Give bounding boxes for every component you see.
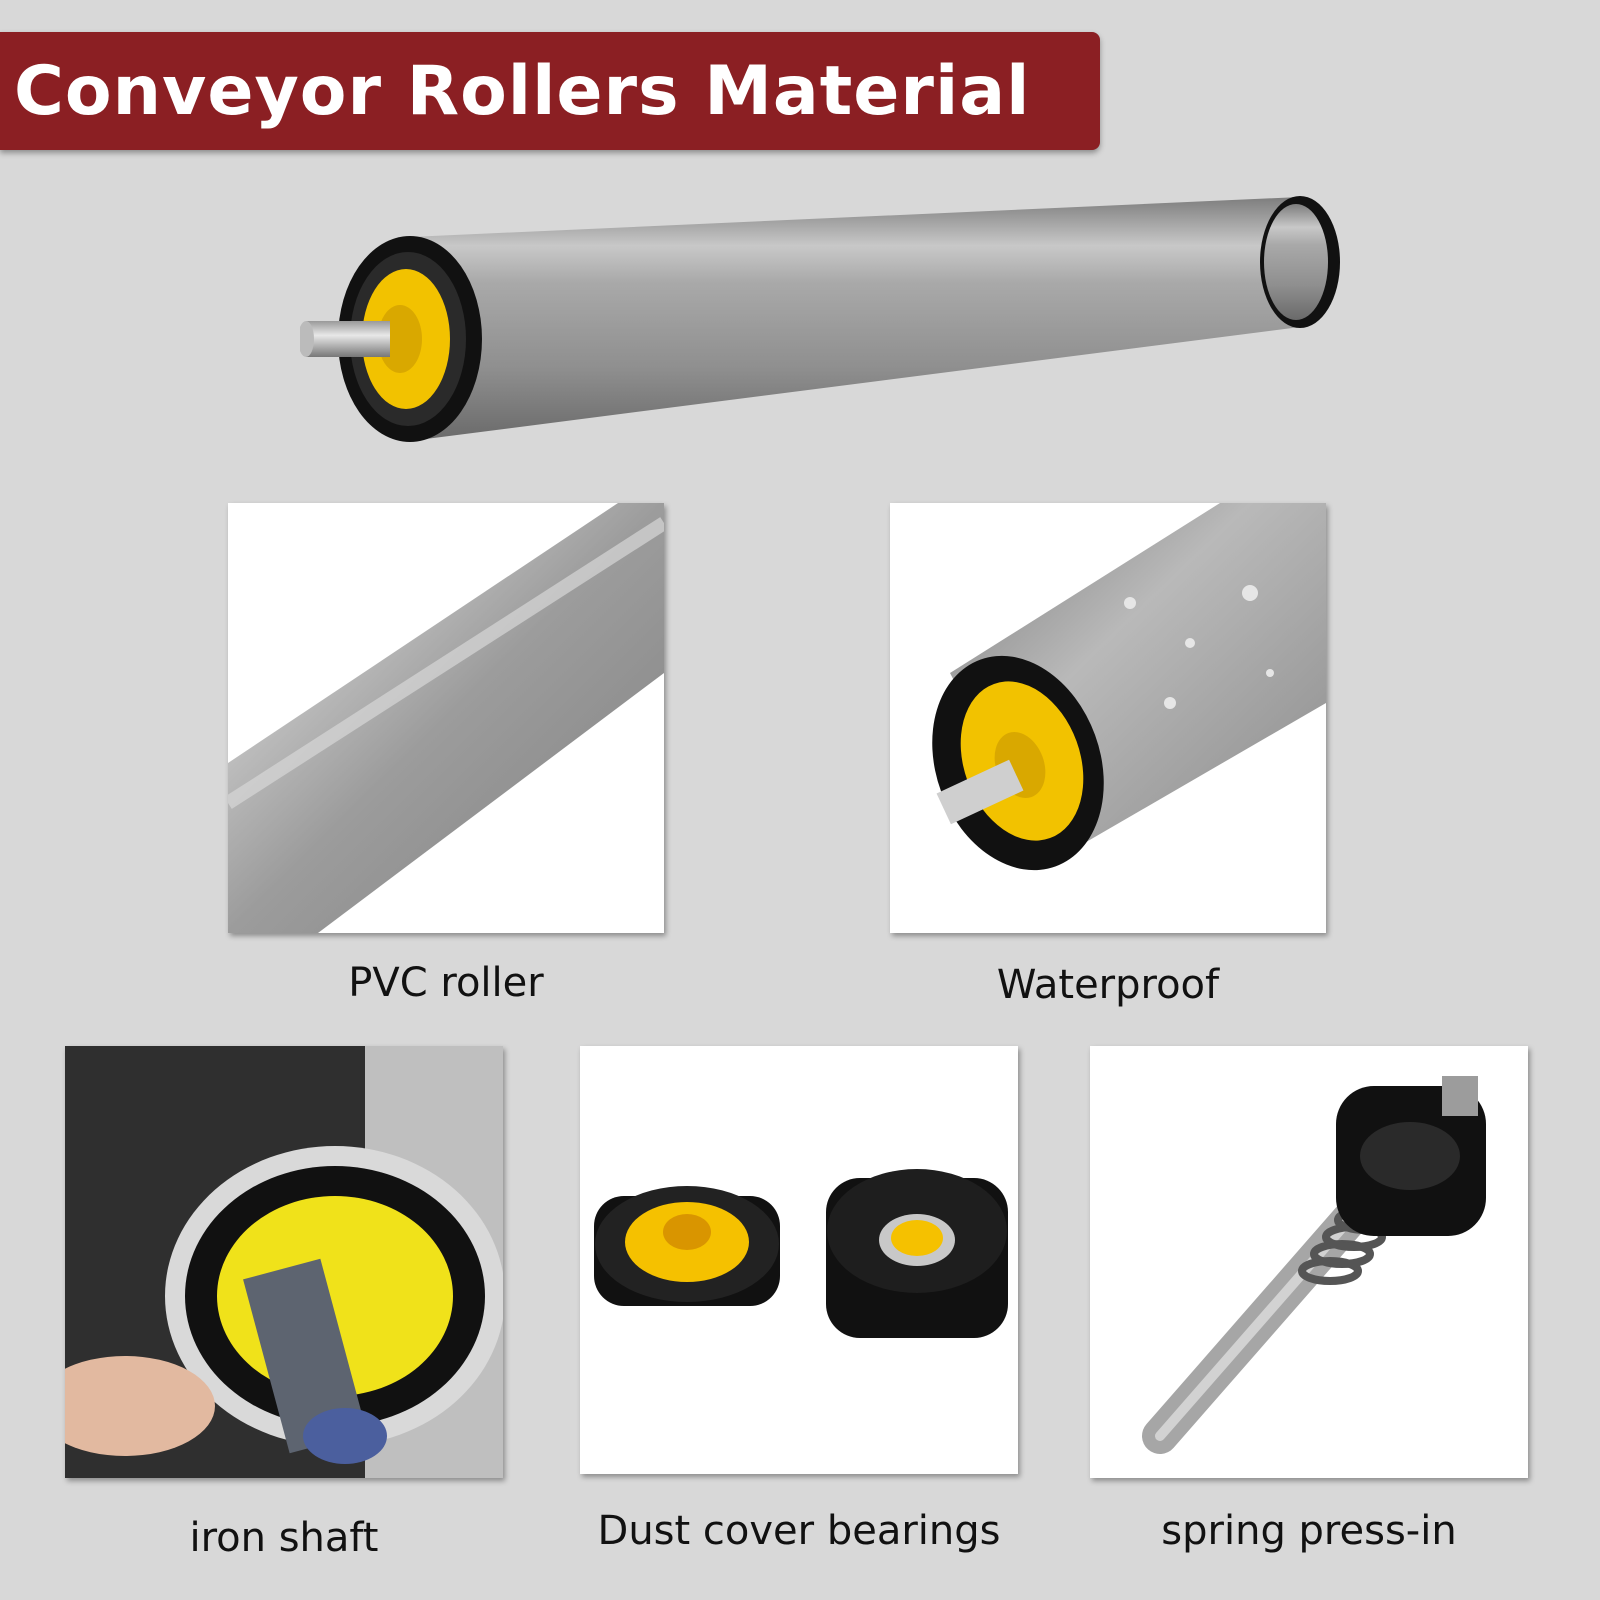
caption-spring-press-in: spring press-in: [1161, 1508, 1457, 1554]
caption-iron-shaft: iron shaft: [189, 1515, 379, 1561]
caption-pvc-roller: PVC roller: [348, 960, 544, 1006]
title-banner: Conveyor Rollers Material: [0, 32, 1100, 150]
pvc-roller-image: [228, 503, 664, 933]
dust-cover-bearings-image: [580, 1046, 1018, 1474]
waterproof-image: [890, 503, 1326, 933]
caption-dust-cover-bearings: Dust cover bearings: [597, 1508, 1001, 1554]
hero-roller-image: [298, 195, 1380, 455]
iron-shaft-image: [65, 1046, 503, 1478]
spring-press-in-image: [1090, 1046, 1528, 1478]
page-title: Conveyor Rollers Material: [14, 51, 1031, 131]
caption-waterproof: Waterproof: [996, 962, 1220, 1008]
